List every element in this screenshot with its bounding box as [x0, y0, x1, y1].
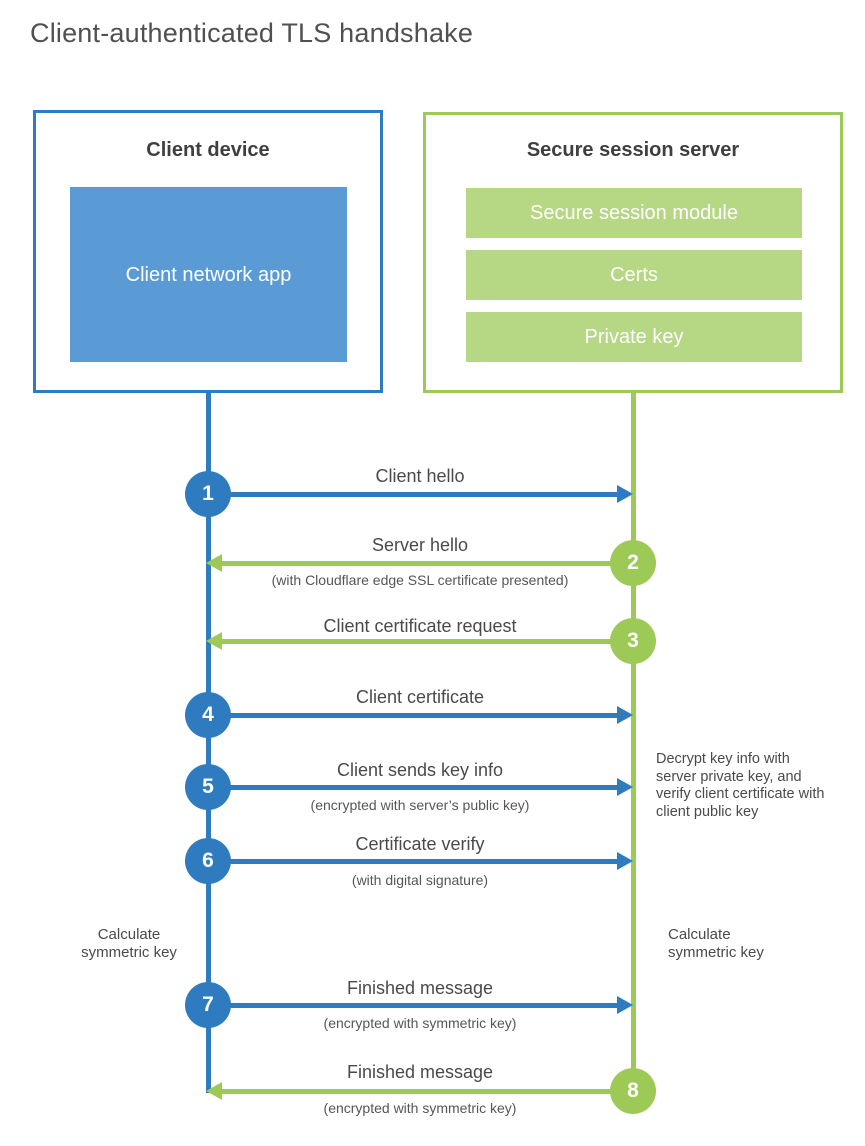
- step5-arrow: [208, 785, 619, 790]
- client-lifeline: [206, 390, 211, 1093]
- step1-label: Client hello: [375, 466, 465, 486]
- step6-label: Certificate verify: [355, 834, 485, 854]
- step7-arrow: [208, 1003, 619, 1008]
- server-module-label: Certs: [610, 263, 658, 286]
- step1-arrowhead-icon: [617, 485, 633, 503]
- step4-circle: 4: [185, 692, 231, 738]
- step8-sublabel: (encrypted with symmetric key): [323, 1100, 517, 1116]
- client-device-title: Client device: [146, 139, 270, 161]
- secure-session-server-title: Secure session server: [526, 139, 740, 161]
- step6-circle: 6: [185, 838, 231, 884]
- step2-label: Server hello: [371, 535, 469, 555]
- step1-arrow: [208, 492, 619, 497]
- step5-arrowhead-icon: [617, 778, 633, 796]
- step1-circle: 1: [185, 471, 231, 517]
- step7-arrowhead-icon: [617, 996, 633, 1014]
- server-module-private-key: Private key: [466, 312, 802, 362]
- server-module-certs: Certs: [466, 250, 802, 300]
- server-module-label: Secure session module: [530, 201, 738, 224]
- step8-arrow: [222, 1089, 633, 1094]
- step2-circle: 2: [610, 540, 656, 586]
- server-lifeline: [631, 390, 636, 1091]
- step4-label: Client certificate: [355, 687, 485, 707]
- server-module-label: Private key: [584, 325, 684, 348]
- step4-arrow: [208, 713, 619, 718]
- step8-arrowhead-icon: [206, 1082, 222, 1100]
- note-calculate-symmetric-key-client: Calculate symmetric key: [81, 926, 177, 961]
- step3-arrowhead-icon: [206, 632, 222, 650]
- step3-label: Client certificate request: [323, 616, 517, 636]
- step4-arrowhead-icon: [617, 706, 633, 724]
- step6-sublabel: (with digital signature): [351, 872, 489, 888]
- server-module-secure-session: Secure session module: [466, 188, 802, 238]
- step3-arrow: [222, 639, 633, 644]
- step5-label: Client sends key info: [336, 760, 504, 780]
- step7-circle: 7: [185, 982, 231, 1028]
- step7-sublabel: (encrypted with symmetric key): [323, 1015, 517, 1031]
- step2-arrowhead-icon: [206, 554, 222, 572]
- step5-sublabel: (encrypted with server’s public key): [310, 797, 530, 813]
- step8-circle: 8: [610, 1068, 656, 1114]
- step2-arrow: [222, 561, 633, 566]
- step6-arrow: [208, 859, 619, 864]
- step3-circle: 3: [610, 618, 656, 664]
- step2-sublabel: (with Cloudflare edge SSL certificate pr…: [271, 572, 569, 588]
- page-title: Client-authenticated TLS handshake: [30, 18, 474, 48]
- client-network-app-box: Client network app: [70, 187, 347, 362]
- step7-label: Finished message: [346, 978, 494, 998]
- client-network-app-label: Client network app: [125, 263, 292, 286]
- step5-circle: 5: [185, 764, 231, 810]
- step6-arrowhead-icon: [617, 852, 633, 870]
- step8-label: Finished message: [346, 1062, 494, 1082]
- note-decrypt-key-info: Decrypt key info with server private key…: [656, 751, 825, 820]
- note-calculate-symmetric-key-server: Calculate symmetric key: [668, 926, 764, 961]
